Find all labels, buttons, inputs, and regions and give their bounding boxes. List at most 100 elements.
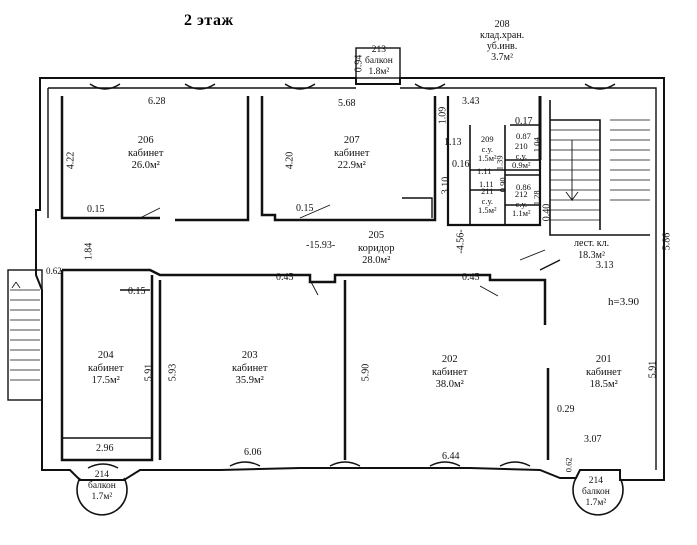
dim-label: 1.04 <box>531 137 542 153</box>
room-name: кабинет <box>128 147 164 159</box>
room-name: с.у. <box>481 195 493 206</box>
dim-label: 1.84 <box>83 242 95 261</box>
room-number: 210 <box>514 141 528 151</box>
dim-label: 4.20 <box>284 151 296 170</box>
dim-label: 0.17 <box>515 116 533 127</box>
room-205: 205 коридор 28.0м² <box>358 230 395 268</box>
room-number: 214 <box>588 476 604 486</box>
room-area: 1.5м² <box>478 153 497 163</box>
room-208: 208 клад.хран. уб.инв. 3.7м² <box>480 19 524 63</box>
room-name: с.у. <box>515 150 527 161</box>
dim-label: 5.86 <box>661 232 673 251</box>
dim-label: 6.06 <box>244 447 262 458</box>
room-name-2: уб.инв. <box>486 41 518 52</box>
dim-label: 0.87 <box>516 131 531 141</box>
dim-label: 0.15 <box>296 203 314 214</box>
room-number: 214 <box>94 470 110 480</box>
dim-label: 1.13 <box>444 137 462 148</box>
room-area: 26.0м² <box>131 160 160 171</box>
room-name: коридор <box>358 242 395 254</box>
room-number: 201 <box>595 354 612 365</box>
dim-label: 5.90 <box>360 363 372 382</box>
room-204: 204 кабинет 17.5м² <box>88 350 123 388</box>
room-number: 202 <box>441 354 458 365</box>
dim-label: 0.62 <box>563 457 574 473</box>
room-name: с.у. <box>481 143 493 154</box>
room-name: кабинет <box>88 362 124 374</box>
dim-label: 3.10 <box>440 176 452 195</box>
room-area: 18.3м² <box>578 250 605 261</box>
room-name: кабинет <box>334 147 370 159</box>
dim-label: -4.56- <box>455 229 467 254</box>
dim-label: 0.16 <box>452 159 470 170</box>
room-202: 202 кабинет 38.0м² <box>432 354 467 392</box>
room-number: 205 <box>368 230 385 241</box>
room-area: 1.7м² <box>91 492 113 502</box>
room-name: кабинет <box>586 366 622 378</box>
room-name: балкон <box>365 56 393 66</box>
room-stair: лест. кл. 18.3м² <box>574 238 609 262</box>
room-area: 35.9м² <box>235 375 264 386</box>
room-213: 213 балкон 1.8м² <box>365 45 393 78</box>
room-area: 17.5м² <box>91 375 120 386</box>
room-number: 204 <box>97 350 114 361</box>
dim-label: 1.11 <box>479 179 494 189</box>
room-name: балкон <box>88 481 116 491</box>
dim-label: 3.43 <box>462 96 480 107</box>
room-number: 209 <box>480 134 494 144</box>
dim-label: 3.13 <box>596 260 614 271</box>
room-name: с.у. <box>515 198 527 209</box>
room-area: 18.5м² <box>589 379 618 390</box>
dim-label: 4.22 <box>65 151 77 170</box>
dim-label: 0.15 <box>128 286 146 297</box>
room-name: клад.хран. <box>480 30 525 41</box>
room-number: 203 <box>241 350 258 361</box>
dim-label: 5.91 <box>143 363 155 382</box>
dim-label: 1.39 <box>494 155 505 171</box>
dim-label: 0.94 <box>353 54 365 73</box>
dim-label: -15.93- <box>306 240 336 251</box>
room-number: 211 <box>481 186 494 196</box>
dim-label: 5.93 <box>167 363 179 382</box>
room-209: 209 с.у. 1.5м² <box>478 134 497 164</box>
room-name: кабинет <box>232 362 268 374</box>
room-number: 212 <box>514 189 528 199</box>
dim-label: 3.07 <box>584 434 602 445</box>
room-number: 208 <box>494 19 510 30</box>
dim-label: 0.86 <box>516 182 531 192</box>
height-label: h=3.90 <box>608 296 639 308</box>
room-area: 22.9м² <box>337 160 366 171</box>
room-area: 28.0м² <box>362 255 391 266</box>
dim-label: 2.96 <box>96 443 114 454</box>
dim-label: 0.62 <box>46 266 62 276</box>
room-211: 211 с.у. 1.5м² <box>478 186 497 216</box>
room-number: 213 <box>371 45 387 55</box>
dim-label: 0.29 <box>557 404 575 415</box>
room-name: лест. кл. <box>574 238 610 249</box>
dim-label: 5.91 <box>647 360 659 379</box>
room-number: 207 <box>343 135 360 146</box>
dim-label: 0.90 <box>497 177 508 193</box>
room-number: 206 <box>137 135 154 146</box>
room-206: 206 кабинет 26.0м² <box>128 135 163 173</box>
room-207: 207 кабинет 22.9м² <box>334 135 369 173</box>
room-area: 1.8м² <box>368 67 390 77</box>
dim-label: 0.40 <box>541 203 553 222</box>
room-name: кабинет <box>432 366 468 378</box>
room-212: 212 с.у. 1.1м² <box>512 189 531 219</box>
dim-label: 5.68 <box>338 98 356 109</box>
room-area: 1.7м² <box>585 498 607 508</box>
page-title: 2 этаж <box>184 12 234 29</box>
room-214-right: 214 балкон 1.7м² <box>582 476 610 509</box>
dim-label: 6.44 <box>442 451 460 462</box>
dim-label: 6.28 <box>148 96 166 107</box>
room-210: 210 с.у. 0.9м² <box>512 141 531 171</box>
dim-label: 0.45 <box>276 272 294 283</box>
dim-label: 1.09 <box>437 106 449 125</box>
room-name: балкон <box>582 487 610 497</box>
dim-label: 0.15 <box>87 204 105 215</box>
room-203: 203 кабинет 35.9м² <box>232 350 267 388</box>
dim-label: 1.11 <box>477 166 492 176</box>
room-area: 3.7м² <box>491 52 513 63</box>
